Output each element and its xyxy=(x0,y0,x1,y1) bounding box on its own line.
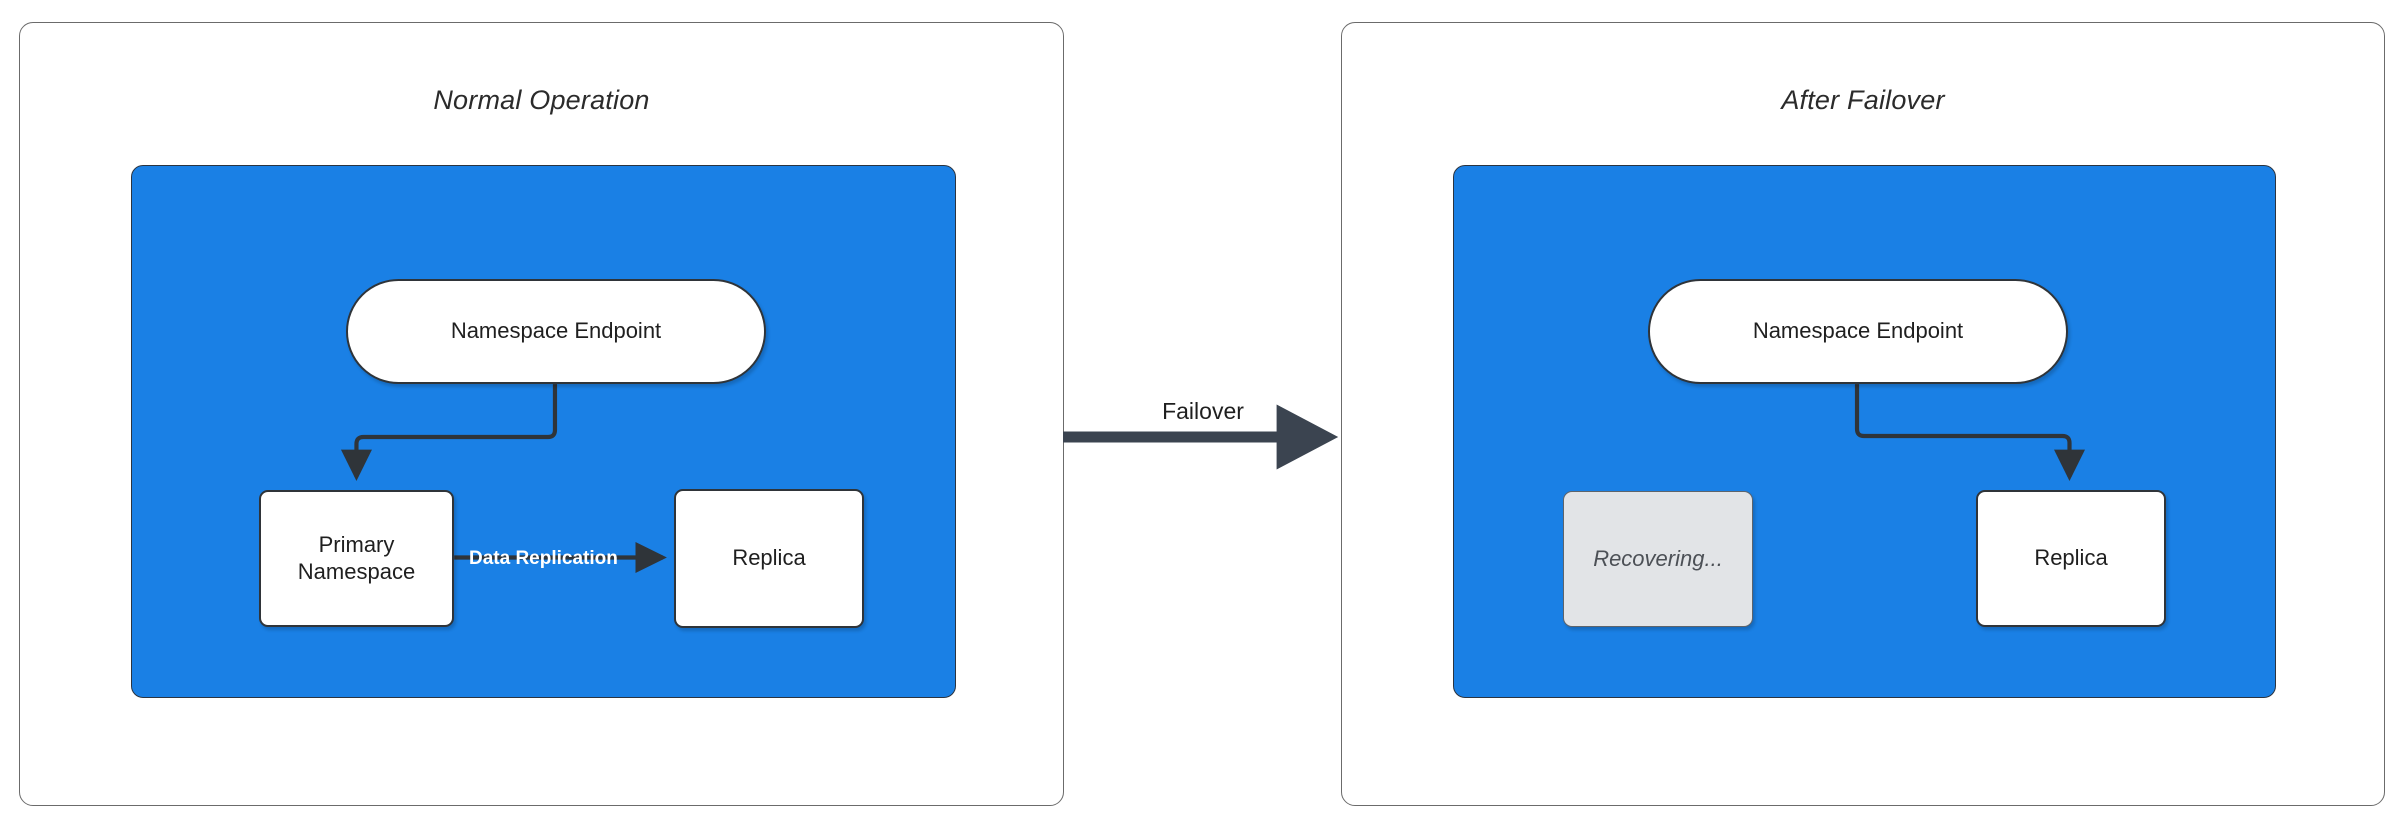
node-namespace-endpoint-normal[interactable]: Namespace Endpoint xyxy=(346,279,766,384)
node-label: Primary Namespace xyxy=(297,531,416,584)
node-primary-namespace[interactable]: Primary Namespace xyxy=(259,490,454,627)
node-recovering[interactable]: Recovering... xyxy=(1563,491,1753,627)
edge-endpoint-to-replica xyxy=(1854,384,2086,482)
node-replica-normal[interactable]: Replica xyxy=(674,489,864,628)
edge-label-data-replication: Data Replication xyxy=(469,548,618,569)
panel-title-after-failover: After Failover xyxy=(1781,85,1945,115)
failover-label: Failover xyxy=(1162,398,1244,424)
panel-normal-operation: Normal Operation Namespace End xyxy=(19,22,1064,806)
failover-transition: Failover xyxy=(1063,398,1343,478)
node-replica-failover[interactable]: Replica xyxy=(1976,490,2166,627)
node-label: Replica xyxy=(732,545,806,571)
panel-title-normal-operation: Normal Operation xyxy=(433,85,650,115)
blue-zone-normal-operation: Namespace Endpoint Primary Namespace Rep… xyxy=(131,165,956,698)
node-label: Recovering... xyxy=(1593,545,1723,571)
edge-endpoint-to-primary xyxy=(340,384,558,482)
node-label: Replica xyxy=(2034,545,2108,571)
node-namespace-endpoint-failover[interactable]: Namespace Endpoint xyxy=(1648,279,2068,384)
node-label: Namespace Endpoint xyxy=(450,318,662,344)
node-label: Namespace Endpoint xyxy=(1752,318,1964,344)
panel-after-failover: After Failover Namespace Endpoint Recove… xyxy=(1341,22,2385,806)
blue-zone-after-failover: Namespace Endpoint Recovering... Replica xyxy=(1453,165,2276,698)
